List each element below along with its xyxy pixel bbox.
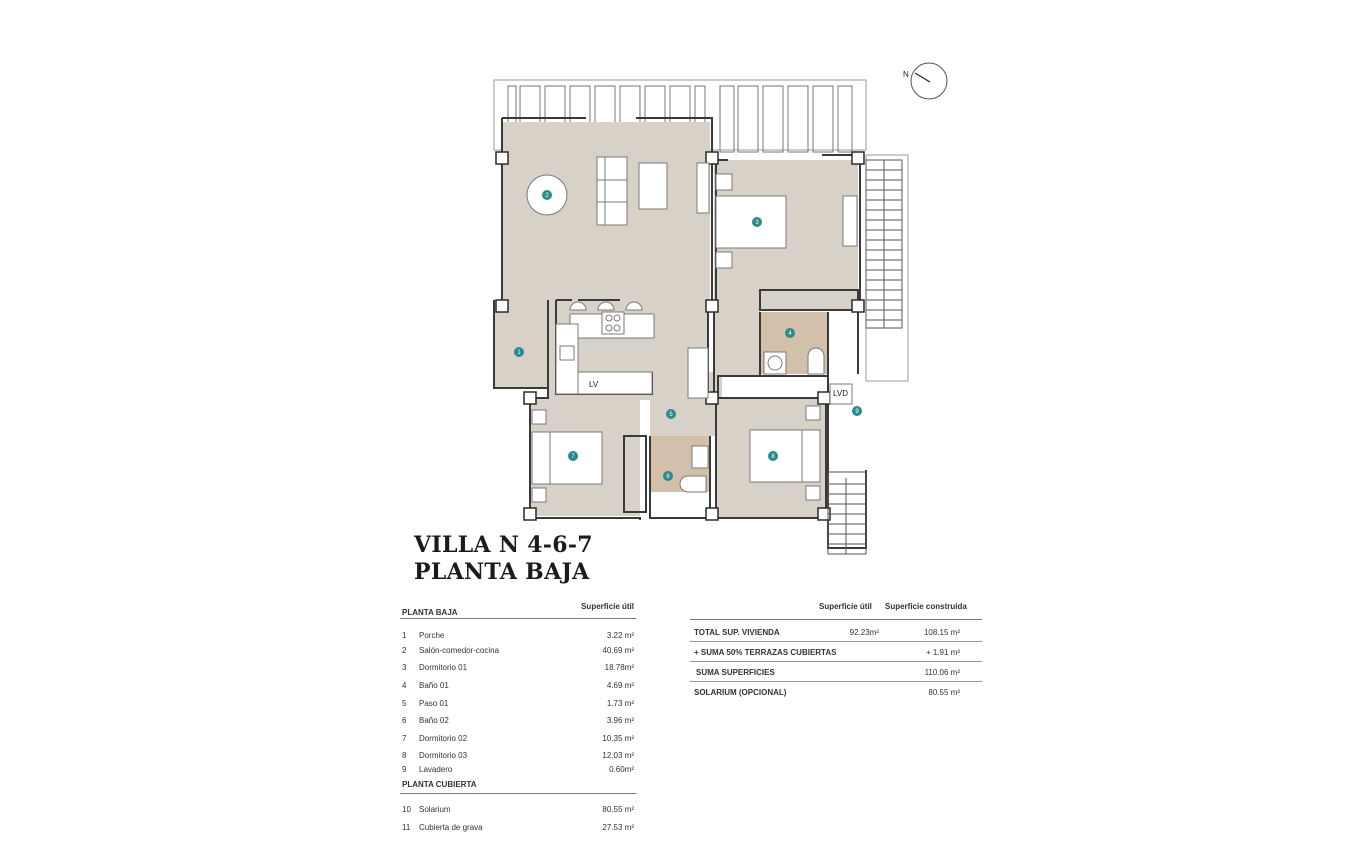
divider bbox=[400, 793, 636, 794]
svg-text:LVD: LVD bbox=[833, 389, 848, 398]
title-floor: PLANTA BAJA bbox=[414, 559, 590, 585]
svg-text:N: N bbox=[903, 70, 909, 79]
svg-text:8: 8 bbox=[771, 454, 775, 460]
section-title-planta-baja: PLANTA BAJA bbox=[402, 608, 458, 617]
column-header-superficie: Superficie útil bbox=[581, 602, 634, 611]
svg-text:5: 5 bbox=[669, 412, 673, 418]
svg-text:7: 7 bbox=[571, 454, 575, 460]
section-title-planta-cubierta: PLANTA CUBIERTA bbox=[402, 780, 477, 789]
totals-table: Superficie útil Superficie construida TO… bbox=[690, 600, 982, 710]
title-villa: VILLA N 4-6-7 bbox=[414, 532, 593, 558]
floor-plan: N 1 2 3 4 5 6 7 8 9 LV LVD bbox=[493, 62, 948, 555]
walls bbox=[493, 117, 867, 549]
room-markers bbox=[514, 190, 862, 481]
column-header-util: Superficie útil bbox=[819, 602, 872, 611]
furniture bbox=[526, 156, 858, 503]
svg-text:6: 6 bbox=[666, 474, 670, 480]
stairs bbox=[827, 154, 909, 555]
svg-text:2: 2 bbox=[545, 193, 549, 199]
divider bbox=[690, 681, 982, 682]
plan-title: VILLA N 4-6-7 PLANTA BAJA bbox=[414, 532, 593, 586]
columns bbox=[495, 151, 865, 521]
divider bbox=[690, 619, 982, 620]
divider bbox=[690, 661, 982, 662]
svg-text:3: 3 bbox=[755, 220, 759, 226]
divider bbox=[400, 618, 636, 619]
svg-text:1: 1 bbox=[517, 350, 521, 356]
svg-text:LV: LV bbox=[589, 380, 599, 389]
compass-icon: N bbox=[903, 62, 948, 100]
svg-text:9: 9 bbox=[855, 409, 859, 415]
divider bbox=[690, 641, 982, 642]
column-header-construida: Superficie construida bbox=[885, 602, 967, 611]
svg-text:4: 4 bbox=[788, 331, 792, 337]
